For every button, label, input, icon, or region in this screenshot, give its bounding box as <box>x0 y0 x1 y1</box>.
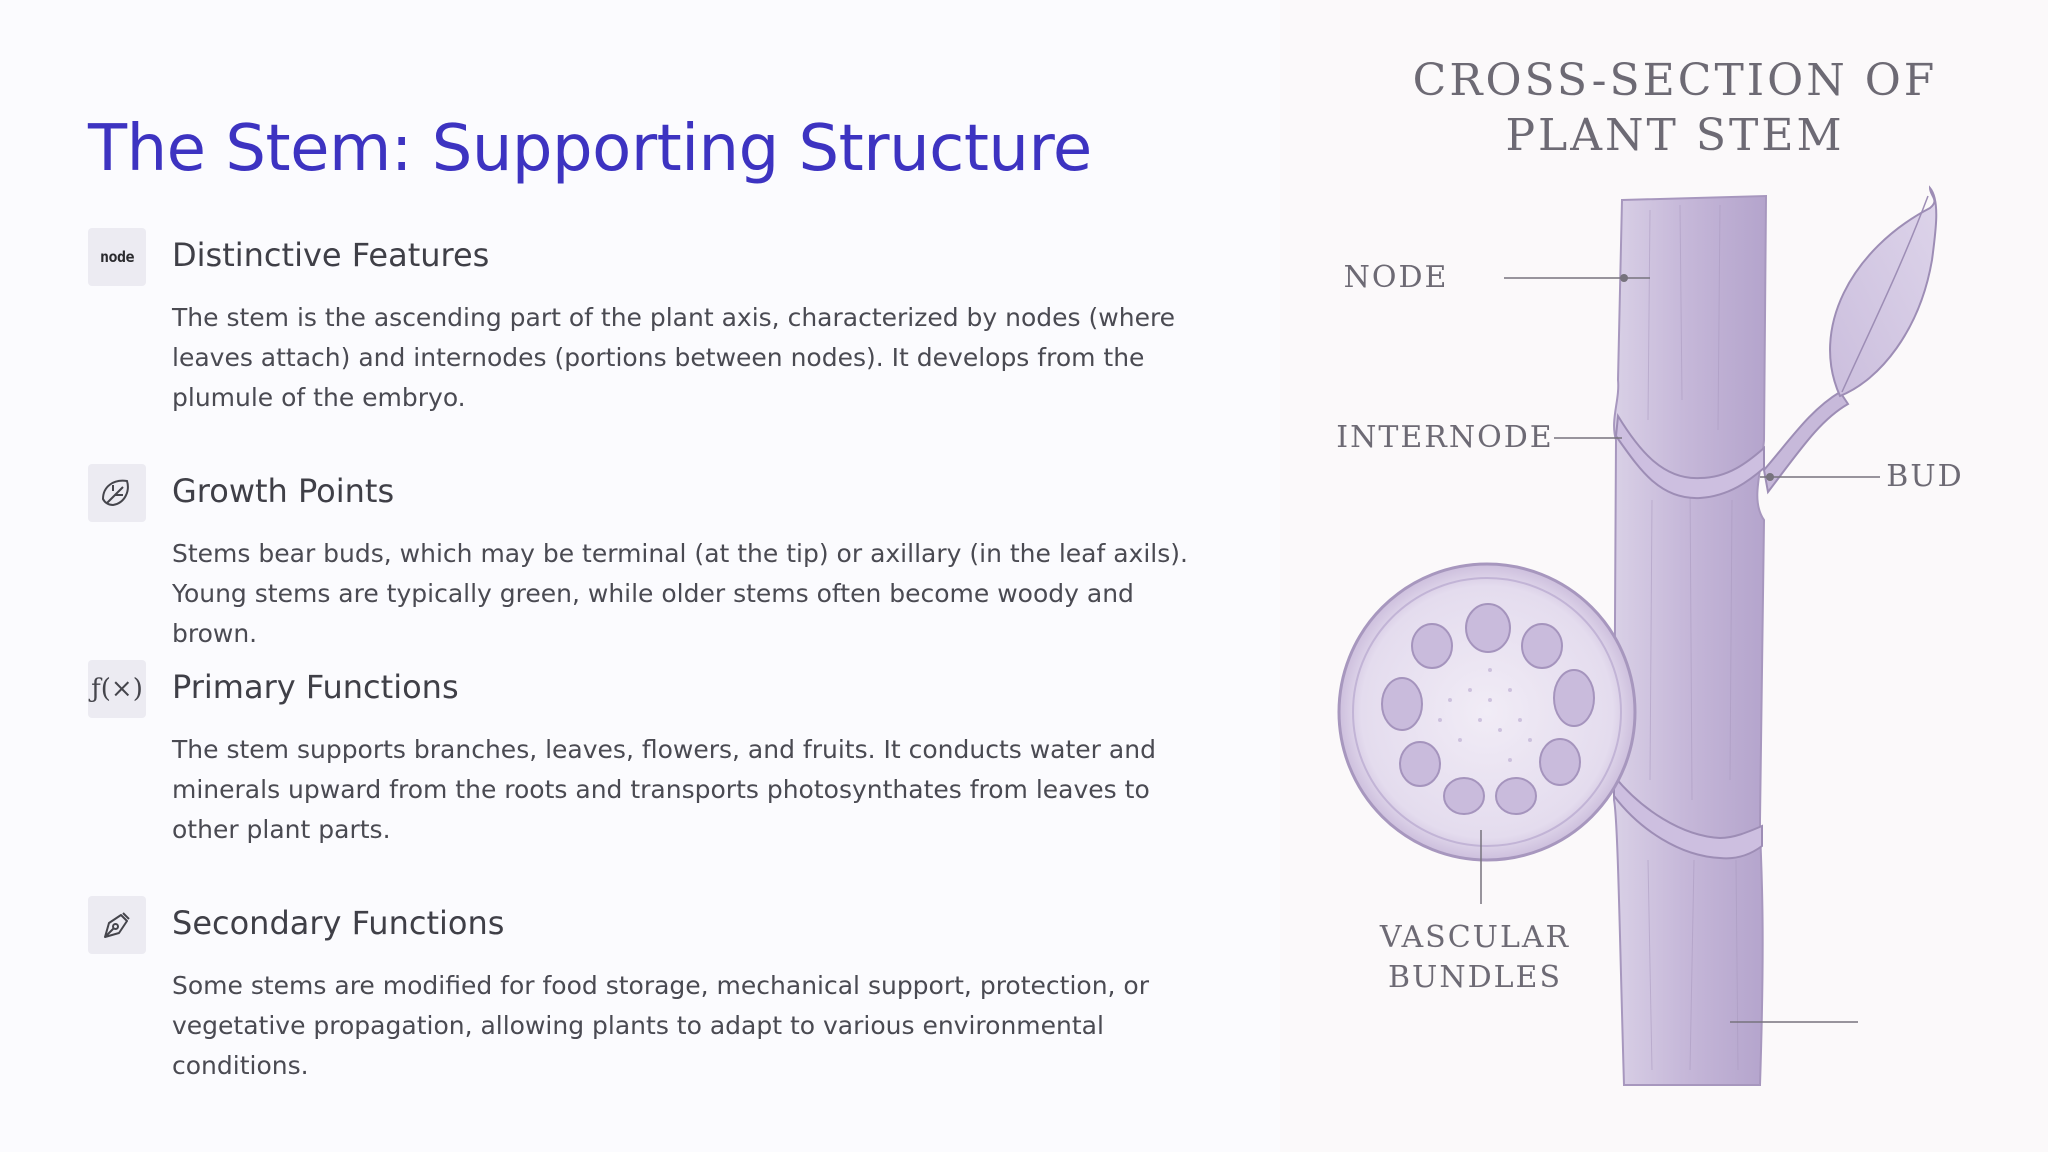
lower-node-band <box>1613 773 1763 860</box>
label-vascular-line2: BUNDLES <box>1388 960 1562 995</box>
function-glyph: ƒ(×) <box>91 674 143 704</box>
label-bud: BUD <box>1886 459 1963 494</box>
feature-heading: Distinctive Features <box>172 236 490 274</box>
node-icon: node <box>88 228 146 286</box>
label-node: NODE <box>1344 260 1449 295</box>
illustration-title-line1: CROSS-SECTION OF <box>1413 55 1938 106</box>
feature-body: Stems bear buds, which may be terminal (… <box>172 539 1188 648</box>
bud-marker <box>1766 473 1774 481</box>
function-icon: ƒ(×) <box>88 660 146 718</box>
feature-heading: Growth Points <box>172 472 395 510</box>
feature-heading: Secondary Functions <box>172 904 505 942</box>
illustration-title-line2: PLANT STEM <box>1505 110 1844 161</box>
feature-body: The stem is the ascending part of the pl… <box>172 303 1176 412</box>
stem-texture <box>1647 204 1739 1071</box>
leaf-midrib <box>1841 195 1929 393</box>
cross-section-stipple <box>1438 668 1532 762</box>
leaf <box>1829 185 1938 398</box>
slide-title: The Stem: Supporting Structure <box>88 112 1092 186</box>
illustration-pane: CROSS-SECTION OF PLANT STEM <box>1280 0 2048 1152</box>
label-internode: INTERNODE <box>1336 420 1553 455</box>
pen-nib-icon <box>88 896 146 954</box>
content-pane: The Stem: Supporting Structure node Dist… <box>88 112 1188 1080</box>
leaf-hand-icon <box>88 464 146 522</box>
feature-body: Some stems are modified for food storage… <box>172 971 1150 1080</box>
internode-band <box>1614 412 1765 500</box>
node-marker <box>1620 274 1628 282</box>
cross-section-ring <box>1352 577 1622 847</box>
label-vascular-line1: VASCULAR <box>1379 920 1570 955</box>
feature-body: The stem supports branches, leaves, flow… <box>172 735 1156 844</box>
leaf-petiole <box>1762 390 1850 495</box>
node-logo-text: node <box>99 248 135 266</box>
vascular-bundles <box>1381 603 1595 815</box>
plant-stem-illustration: CROSS-SECTION OF PLANT STEM <box>1336 55 1963 1086</box>
stem-shape <box>1612 194 1768 1086</box>
feature-heading: Primary Functions <box>172 668 459 706</box>
